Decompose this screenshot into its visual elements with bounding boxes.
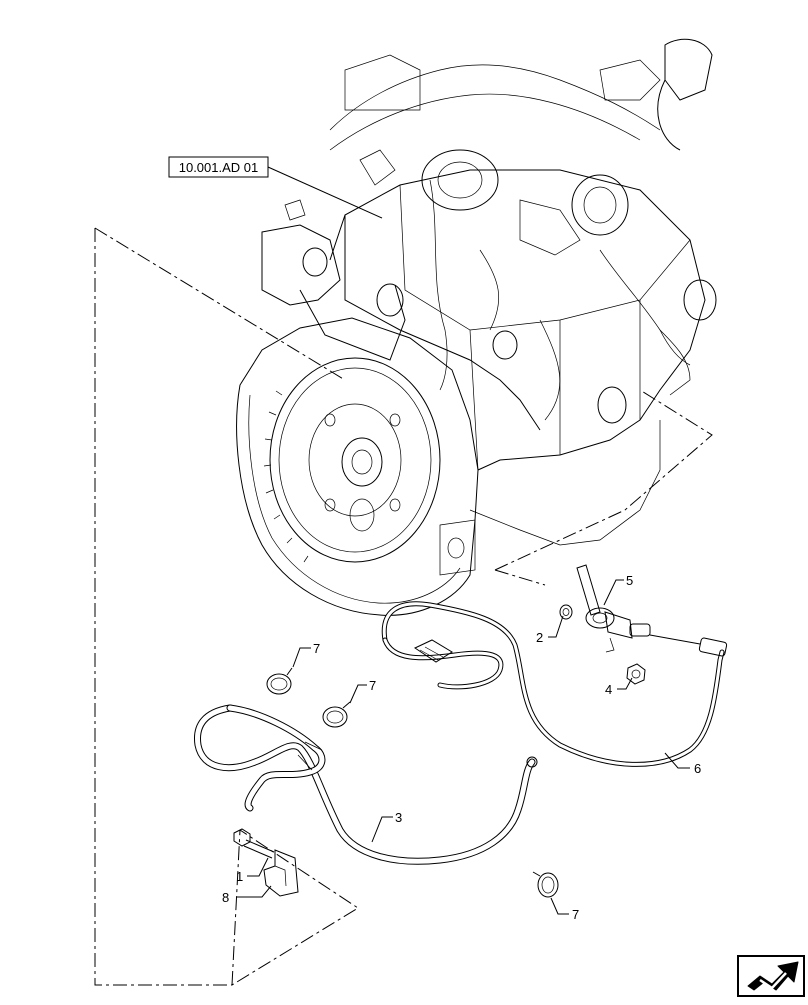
nut-item-4 (626, 663, 646, 685)
turbocharger (571, 174, 629, 236)
reference-box-group[interactable]: 10.001.AD 01 (168, 156, 383, 219)
clip-item-7c (532, 871, 559, 898)
bracket-item-8 (263, 849, 299, 897)
washer-item-2 (559, 604, 573, 620)
flywheel-housing (236, 317, 479, 616)
next-page-arrow-icon[interactable] (737, 955, 805, 997)
callout-6: 6 (694, 761, 701, 776)
callout-2: 2 (536, 630, 543, 645)
bolt-item-1 (233, 828, 275, 859)
engine-block (329, 169, 706, 471)
engine-assembly (236, 38, 717, 616)
callout-7b: 7 (369, 678, 376, 693)
flywheel (269, 357, 441, 563)
callout-3: 3 (395, 810, 402, 825)
callout-7a: 7 (313, 641, 320, 656)
clip-item-7a (266, 667, 293, 695)
callout-8: 8 (222, 890, 229, 905)
engine-mount (261, 224, 341, 306)
wire-harness-item-6 (381, 601, 728, 767)
callout-4: 4 (605, 682, 612, 697)
reference-box-label: 10.001.AD 01 (179, 160, 259, 175)
assembly-boundary (94, 227, 713, 986)
callout-7c: 7 (572, 907, 579, 922)
clip-item-7b (322, 701, 351, 728)
sensor-item-5 (576, 564, 651, 653)
callout-leaders (236, 579, 690, 915)
callout-1: 1 (236, 869, 243, 884)
callout-labels: 1 2 3 4 5 6 7 7 7 8 (222, 573, 701, 922)
harness-item-3 (193, 704, 538, 865)
callout-5: 5 (626, 573, 633, 588)
